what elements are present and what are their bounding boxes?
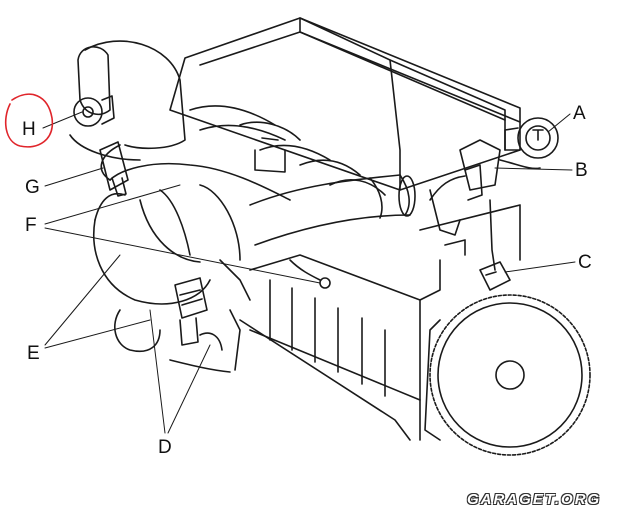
leader-lines xyxy=(42,111,576,434)
component-b xyxy=(429,139,541,271)
label-b: B xyxy=(575,160,588,181)
leader-e-1 xyxy=(44,254,121,346)
leader-c xyxy=(504,261,576,273)
sensor-g xyxy=(99,141,129,197)
intake-tube xyxy=(249,174,416,246)
label-g: G xyxy=(25,177,40,198)
label-e: E xyxy=(27,343,40,364)
highlight-circle xyxy=(4,93,54,148)
label-d: D xyxy=(158,437,172,458)
leader-d-1 xyxy=(149,309,166,434)
leader-f-2 xyxy=(44,227,321,284)
watermark: GARAGET.ORG xyxy=(467,491,602,508)
leader-h xyxy=(42,111,83,129)
label-c: C xyxy=(578,252,592,273)
intake-pipe xyxy=(69,40,186,181)
label-a: A xyxy=(573,103,586,124)
component-a xyxy=(504,117,559,159)
sensor-h xyxy=(73,95,115,127)
component-d xyxy=(114,277,241,373)
leader-a xyxy=(547,113,571,133)
leader-f-1 xyxy=(44,184,181,225)
intake-manifold xyxy=(93,162,291,305)
leader-e-2 xyxy=(44,319,151,349)
flywheel xyxy=(424,294,591,456)
wiring xyxy=(289,189,466,289)
label-f: F xyxy=(25,215,37,236)
label-h: H xyxy=(22,119,36,140)
leader-b xyxy=(494,167,573,171)
component-c xyxy=(479,261,511,291)
engine-block xyxy=(239,204,521,441)
leader-d-2 xyxy=(167,344,211,434)
leader-g xyxy=(44,167,104,187)
